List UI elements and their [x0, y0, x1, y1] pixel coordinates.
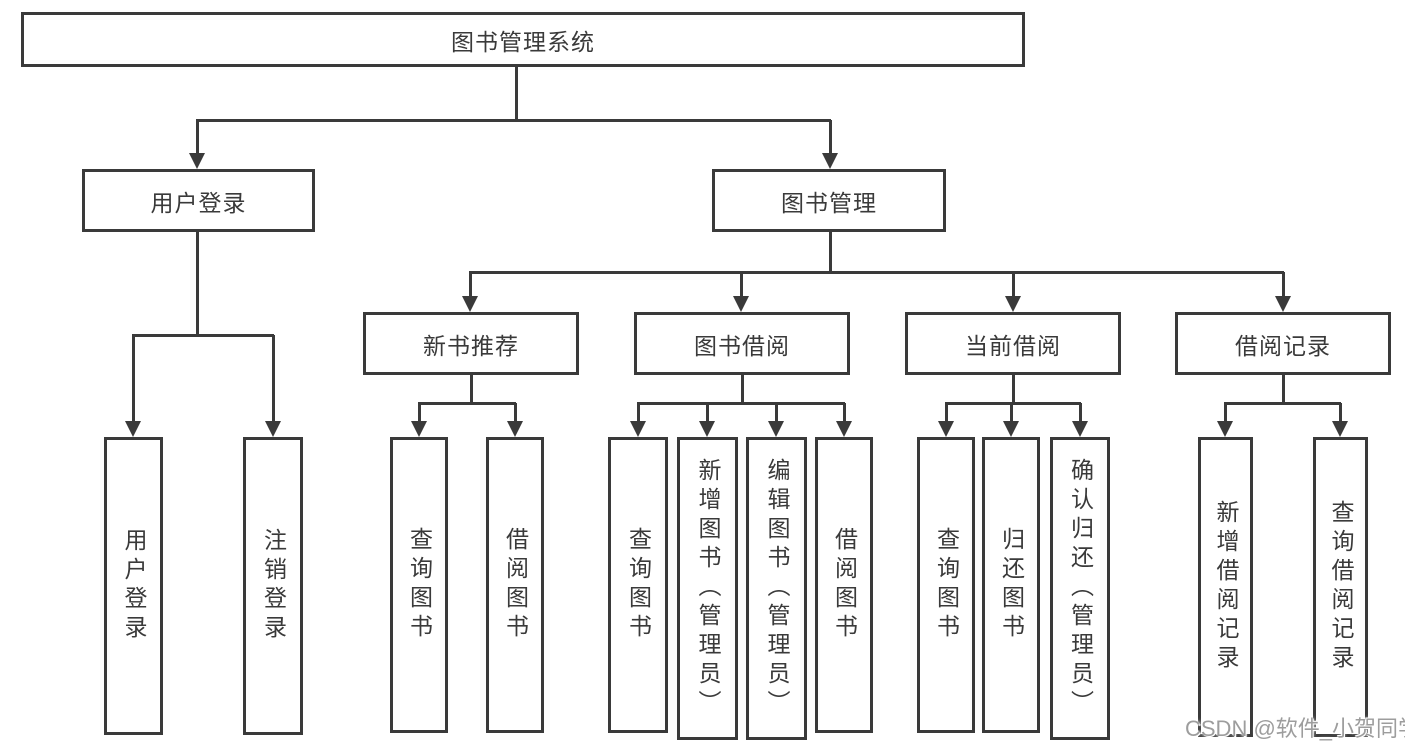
leaf-logout: 注销登录: [243, 437, 303, 735]
connector-line: [637, 403, 640, 422]
node-label: 用户登录: [121, 528, 147, 644]
connector-line: [775, 403, 778, 422]
node-label: 查询图书: [933, 527, 960, 643]
arrow-down-icon: [630, 421, 646, 437]
connector-line: [1282, 375, 1285, 405]
leaf-query-book-2: 查询图书: [608, 437, 668, 733]
arrow-down-icon: [836, 421, 852, 437]
node-label: 借阅记录: [1235, 332, 1331, 359]
node-label: 查询图书: [406, 527, 433, 643]
node-root: 图书管理系统: [21, 12, 1025, 67]
connector-line: [945, 402, 1081, 405]
arrow-down-icon: [1003, 421, 1019, 437]
node-label: 借阅图书: [831, 527, 858, 643]
arrow-down-icon: [822, 153, 838, 169]
connector-line: [1224, 402, 1341, 405]
leaf-query-book-1: 查询图书: [390, 437, 448, 733]
connector-line: [196, 120, 199, 154]
connector-line: [418, 402, 516, 405]
connector-line: [741, 375, 744, 405]
arrow-down-icon: [1217, 421, 1233, 437]
connector-line: [132, 334, 274, 337]
arrow-down-icon: [1332, 421, 1348, 437]
node-current-borrow: 当前借阅: [905, 312, 1121, 375]
connector-line: [132, 335, 135, 422]
arrow-down-icon: [938, 421, 954, 437]
node-label: 新增借阅记录: [1213, 500, 1239, 674]
connector-line: [1079, 403, 1082, 422]
node-user-login: 用户登录: [82, 169, 315, 232]
node-label: 借阅图书: [502, 527, 529, 643]
node-label: 图书管理系统: [451, 28, 595, 55]
leaf-query-borrow-record: 查询借阅记录: [1313, 437, 1368, 737]
node-book-management: 图书管理: [712, 169, 946, 232]
node-new-book-recommend: 新书推荐: [363, 312, 579, 375]
arrow-down-icon: [189, 153, 205, 169]
node-label: 新增图书（管理员）: [695, 458, 721, 719]
connector-line: [469, 271, 1284, 274]
leaf-confirm-return-admin: 确认归还（管理员）: [1050, 437, 1110, 740]
connector-line: [740, 272, 743, 297]
node-label: 确认归还（管理员）: [1067, 458, 1094, 719]
node-label: 新书推荐: [423, 332, 519, 359]
arrow-down-icon: [768, 421, 784, 437]
node-label: 注销登录: [260, 528, 287, 644]
connector-line: [1339, 403, 1342, 422]
leaf-edit-book-admin: 编辑图书（管理员）: [746, 437, 807, 740]
connector-line: [515, 67, 518, 122]
arrow-down-icon: [265, 421, 281, 437]
node-label: 当前借阅: [965, 332, 1061, 359]
node-label: 查询借阅记录: [1328, 500, 1354, 674]
node-label: 用户登录: [150, 189, 247, 216]
arrow-down-icon: [411, 421, 427, 437]
connector-line: [196, 119, 831, 122]
arrow-down-icon: [462, 296, 478, 312]
node-book-borrow: 图书借阅: [634, 312, 850, 375]
node-borrow-record: 借阅记录: [1175, 312, 1391, 375]
connector-line: [418, 403, 421, 422]
connector-line: [706, 403, 709, 422]
node-label: 编辑图书（管理员）: [764, 458, 790, 719]
arrow-down-icon: [1072, 421, 1088, 437]
connector-line: [1282, 272, 1285, 297]
leaf-return-book: 归还图书: [982, 437, 1040, 733]
arrow-down-icon: [699, 421, 715, 437]
node-label: 图书借阅: [694, 332, 790, 359]
connector-line: [945, 403, 948, 422]
arrow-down-icon: [1005, 296, 1021, 312]
watermark: CSDN @软件_小贺同学: [1185, 716, 1405, 741]
connector-line: [1012, 375, 1015, 405]
arrow-down-icon: [507, 421, 523, 437]
connector-line: [843, 403, 846, 422]
arrow-down-icon: [733, 296, 749, 312]
leaf-borrow-book-1: 借阅图书: [486, 437, 544, 733]
connector-line: [469, 272, 472, 297]
leaf-borrow-book-2: 借阅图书: [815, 437, 873, 733]
connector-line: [829, 120, 832, 154]
arrow-down-icon: [125, 421, 141, 437]
node-label: 归还图书: [998, 527, 1025, 643]
connector-line: [470, 375, 473, 405]
connector-line: [514, 403, 517, 422]
connector-line: [637, 402, 845, 405]
node-label: 图书管理: [781, 189, 877, 216]
leaf-user-login: 用户登录: [104, 437, 163, 735]
leaf-query-book-3: 查询图书: [917, 437, 975, 733]
connector-line: [196, 232, 199, 337]
arrow-down-icon: [1275, 296, 1291, 312]
connector-line: [1012, 272, 1015, 297]
connector-line: [272, 335, 275, 422]
node-label: 查询图书: [625, 527, 652, 643]
connector-line: [1010, 403, 1013, 422]
leaf-add-book-admin: 新增图书（管理员）: [677, 437, 738, 740]
leaf-add-borrow-record: 新增借阅记录: [1198, 437, 1253, 737]
connector-line: [1224, 403, 1227, 422]
connector-line: [829, 232, 832, 274]
